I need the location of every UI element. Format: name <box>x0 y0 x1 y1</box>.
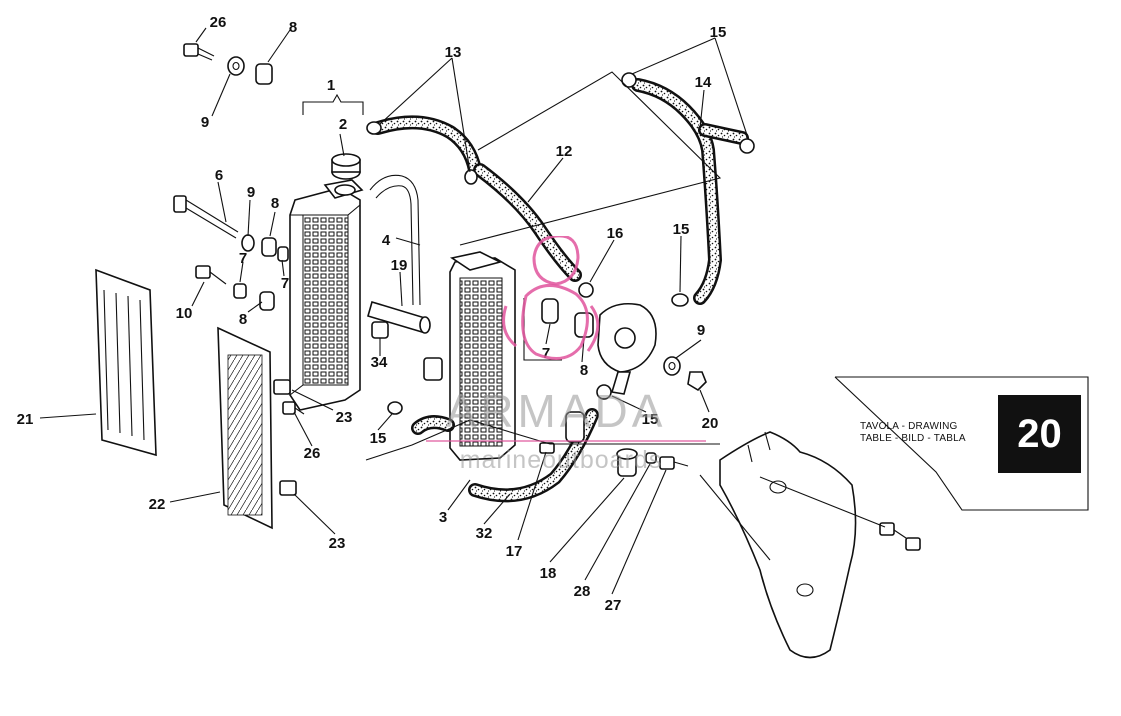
table-label: TAVOLA - DRAWING TABLE - BILD - TABLA <box>860 421 1000 445</box>
washers <box>227 56 681 376</box>
callout-15: 15 <box>673 221 690 238</box>
callout-2: 2 <box>339 116 347 133</box>
callout-19: 19 <box>391 257 408 274</box>
callout-4: 4 <box>382 232 391 249</box>
right-radiator <box>449 251 516 461</box>
callout-18: 18 <box>540 565 557 582</box>
left-radiator <box>289 179 364 411</box>
callout-14: 14 <box>695 74 712 91</box>
callout-28: 28 <box>574 583 591 600</box>
upper-hose <box>371 115 482 177</box>
callout-34: 34 <box>371 354 388 371</box>
callout-23: 23 <box>329 535 346 552</box>
callout-7: 7 <box>239 250 247 267</box>
side-shroud <box>719 431 921 659</box>
tee-hose <box>631 78 749 305</box>
callout-10: 10 <box>176 305 193 322</box>
overflow-tube <box>369 174 421 306</box>
bracket-item-1 <box>302 93 364 115</box>
table-label-line-2: TABLE - BILD - TABLA <box>860 433 966 444</box>
callout-6: 6 <box>215 167 223 184</box>
water-pump-cover <box>597 302 657 395</box>
bolts <box>173 43 707 470</box>
grommets <box>233 63 594 338</box>
callout-8: 8 <box>580 362 588 379</box>
callout-27: 27 <box>605 597 622 614</box>
callout-7: 7 <box>281 275 289 292</box>
connector-tube <box>367 300 431 334</box>
callout-26: 26 <box>210 14 227 31</box>
callout-9: 9 <box>697 322 705 339</box>
callout-20: 20 <box>702 415 719 432</box>
clips <box>273 379 297 496</box>
callout-3: 3 <box>439 509 447 526</box>
callout-9: 9 <box>201 114 209 131</box>
radiator-cap <box>331 153 361 196</box>
table-frame <box>834 376 1089 511</box>
callout-16: 16 <box>607 225 624 242</box>
callout-numbers: 26 8 9 1 2 13 15 14 12 6 9 8 7 7 4 19 16… <box>17 14 727 614</box>
callout-15: 15 <box>642 411 659 428</box>
callout-7: 7 <box>542 345 550 362</box>
callout-26: 26 <box>304 445 321 462</box>
callout-12: 12 <box>556 143 573 160</box>
callout-22: 22 <box>149 496 166 513</box>
callout-1: 1 <box>327 77 335 94</box>
right-radiator-guard <box>217 326 273 530</box>
callout-15: 15 <box>370 430 387 447</box>
table-label-line-1: TAVOLA - DRAWING <box>860 421 958 432</box>
callout-8: 8 <box>289 19 297 36</box>
table-number-badge: 20 <box>998 395 1081 473</box>
callout-23: 23 <box>336 409 353 426</box>
left-radiator-guard <box>95 268 157 457</box>
callout-15: 15 <box>710 24 727 41</box>
callout-13: 13 <box>445 44 462 61</box>
callout-21: 21 <box>17 411 34 428</box>
callout-8: 8 <box>271 195 279 212</box>
callout-8: 8 <box>239 311 247 328</box>
callout-32: 32 <box>476 525 493 542</box>
callout-9: 9 <box>247 184 255 201</box>
callout-17: 17 <box>506 543 523 560</box>
